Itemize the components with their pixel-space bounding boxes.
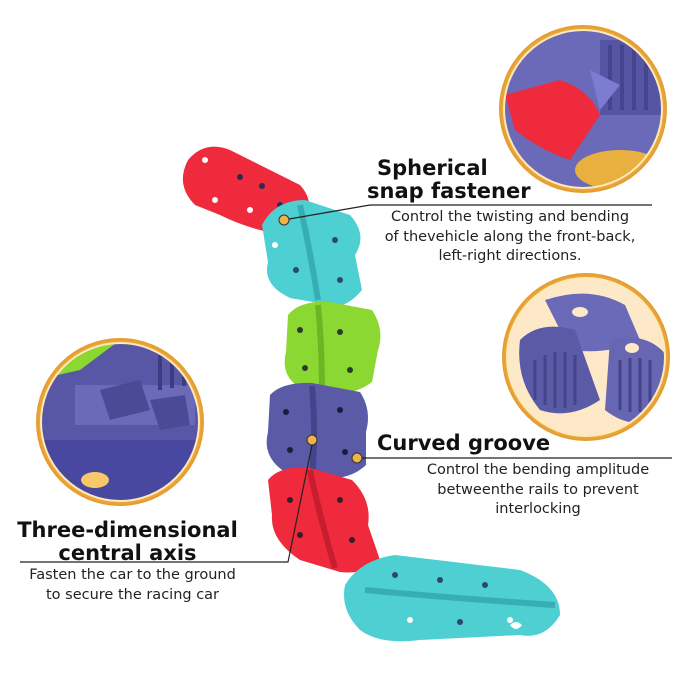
zoom-circle-snap-fastener bbox=[499, 25, 667, 193]
snap-desc-line2: of thevehicle along the front-back, bbox=[384, 228, 636, 245]
axis-desc-line2: to secure the racing car bbox=[45, 586, 220, 603]
zoom-circle-central-axis bbox=[36, 338, 204, 506]
track-segment-teal bbox=[262, 200, 362, 306]
groove-desc-line3: interlocking bbox=[495, 501, 581, 517]
track-segment-teal-bottom bbox=[344, 555, 560, 642]
callout-line-groove bbox=[351, 452, 672, 464]
curved-groove-title: Curved groove bbox=[377, 431, 551, 455]
groove-desc-line2: betweenthe rails to prevent bbox=[437, 481, 639, 498]
callout-line-snap bbox=[278, 204, 652, 226]
snap-desc-line3: left-right directions. bbox=[438, 248, 582, 264]
snap-title-line1: Spherical bbox=[377, 156, 488, 180]
snap-title-line2: snap fastener bbox=[367, 179, 531, 203]
track-rail bbox=[182, 146, 560, 642]
track-segment-red-bottom bbox=[268, 467, 380, 573]
curved-groove-description: Control the bending amplitude betweenthe… bbox=[388, 461, 688, 520]
groove-desc-line1: Control the bending amplitude bbox=[426, 462, 650, 478]
central-axis-title: Three-dimensional central axis bbox=[15, 519, 240, 565]
snap-fastener-title: Spherical snap fastener bbox=[367, 157, 577, 203]
central-axis-description: Fasten the car to the ground to secure t… bbox=[5, 566, 260, 605]
axis-title-line2: central axis bbox=[58, 541, 197, 565]
snap-fastener-description: Control the twisting and bending of thev… bbox=[360, 208, 660, 267]
axis-title-line1: Three-dimensional bbox=[17, 518, 238, 542]
snap-desc-line1: Control the twisting and bending bbox=[390, 209, 630, 225]
track-segment-green bbox=[284, 301, 381, 393]
callout-line-axis bbox=[20, 434, 318, 563]
axis-desc-line1: Fasten the car to the ground bbox=[29, 567, 236, 583]
zoom-circle-curved-groove bbox=[502, 273, 670, 441]
track-segment-purple bbox=[266, 382, 368, 479]
